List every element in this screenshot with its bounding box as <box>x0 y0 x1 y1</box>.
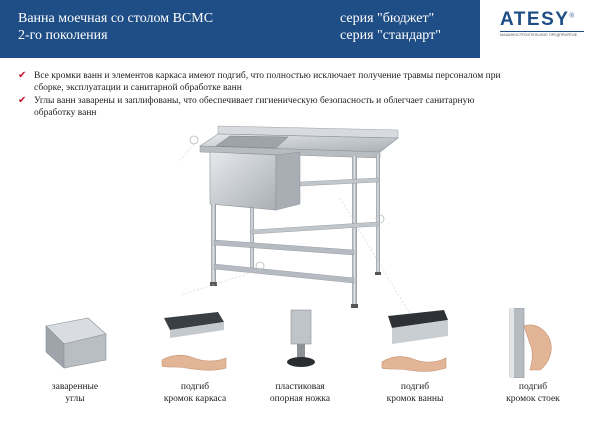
feature-item: ✔ Все кромки ванн и элементов каркаса им… <box>18 70 518 94</box>
feature-text: Углы ванн заварены и заплифованы, что об… <box>34 96 475 118</box>
feature-item: ✔ Углы ванн заварены и заплифованы, что … <box>18 95 518 119</box>
product-title-line2: 2-го поколения <box>18 28 108 43</box>
sink-table-illustration <box>180 125 411 315</box>
checkmark-icon: ✔ <box>18 95 27 106</box>
header-banner: Ванна моечная со столом ВСМС 2-го поколе… <box>0 0 480 58</box>
series-line2: серия "стандарт" <box>340 28 441 43</box>
product-title-line1: Ванна моечная со столом ВСМС <box>18 11 214 26</box>
leg-edge-icon <box>509 308 552 378</box>
tub-edge-icon <box>381 310 448 372</box>
checkmark-icon: ✔ <box>18 70 27 81</box>
feature-text: Все кромки ванн и элементов каркаса имею… <box>34 71 501 93</box>
logo-name: ATESY® <box>500 9 576 30</box>
logo: ATESY® МАШИНОСТРОИТЕЛЬНОЕ ПРЕДПРИЯТИЕ <box>480 0 600 58</box>
logo-divider <box>500 31 584 32</box>
frame-edge-icon <box>161 312 227 371</box>
series-line1: серия "бюджет" <box>340 11 435 26</box>
welded-corner-icon <box>45 317 107 369</box>
logo-subtitle: МАШИНОСТРОИТЕЛЬНОЕ ПРЕДПРИЯТИЕ <box>500 33 578 37</box>
feature-list: ✔ Все кромки ванн и элементов каркаса им… <box>18 70 518 120</box>
plastic-foot-icon <box>287 309 315 367</box>
product-title: Ванна моечная со столом ВСМС 2-го поколе… <box>18 10 213 44</box>
product-series: серия "бюджет" серия "стандарт" <box>340 10 441 44</box>
